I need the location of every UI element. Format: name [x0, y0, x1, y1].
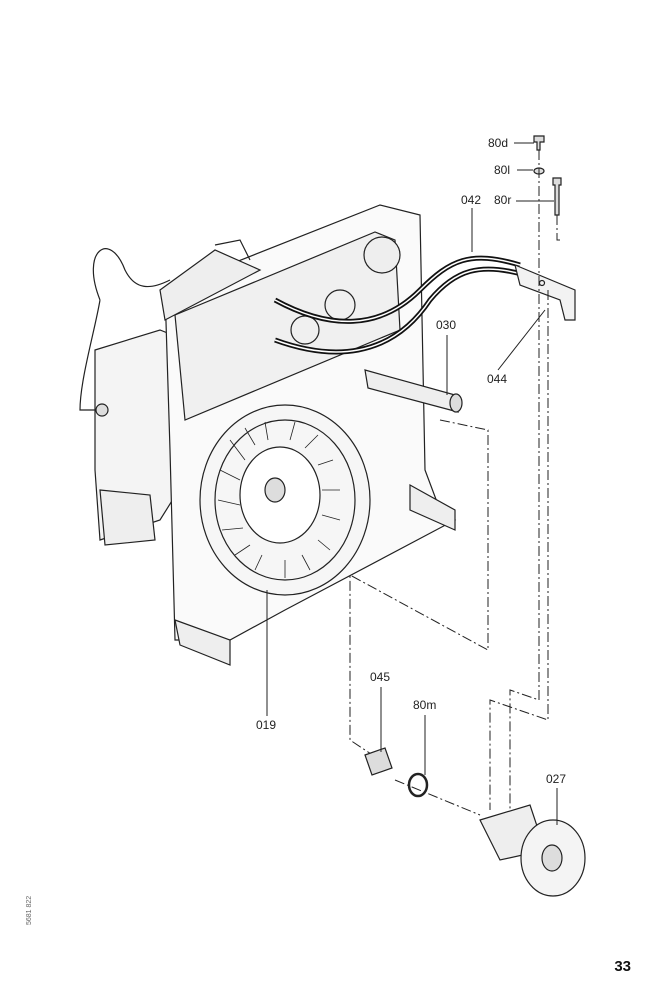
document-number: 5681 822: [26, 895, 33, 925]
page-number: 33: [614, 958, 631, 975]
label-027: 027: [546, 772, 567, 786]
mounting-flange: [159, 249, 262, 321]
label-044: 044: [487, 372, 508, 386]
label-042: 042: [461, 193, 482, 207]
nozzle: [364, 747, 393, 776]
label-019: 019: [256, 718, 277, 732]
sensor-wire: [79, 248, 171, 411]
electrode-bracket: [514, 263, 576, 321]
label-030: 030: [436, 318, 457, 332]
label-045: 045: [370, 670, 391, 684]
label-80r: 80r: [494, 193, 512, 207]
o-ring: [407, 772, 429, 798]
label-80d: 80d: [488, 136, 509, 150]
label-80m: 80m: [413, 698, 437, 712]
label-80l: 80l: [494, 163, 511, 177]
